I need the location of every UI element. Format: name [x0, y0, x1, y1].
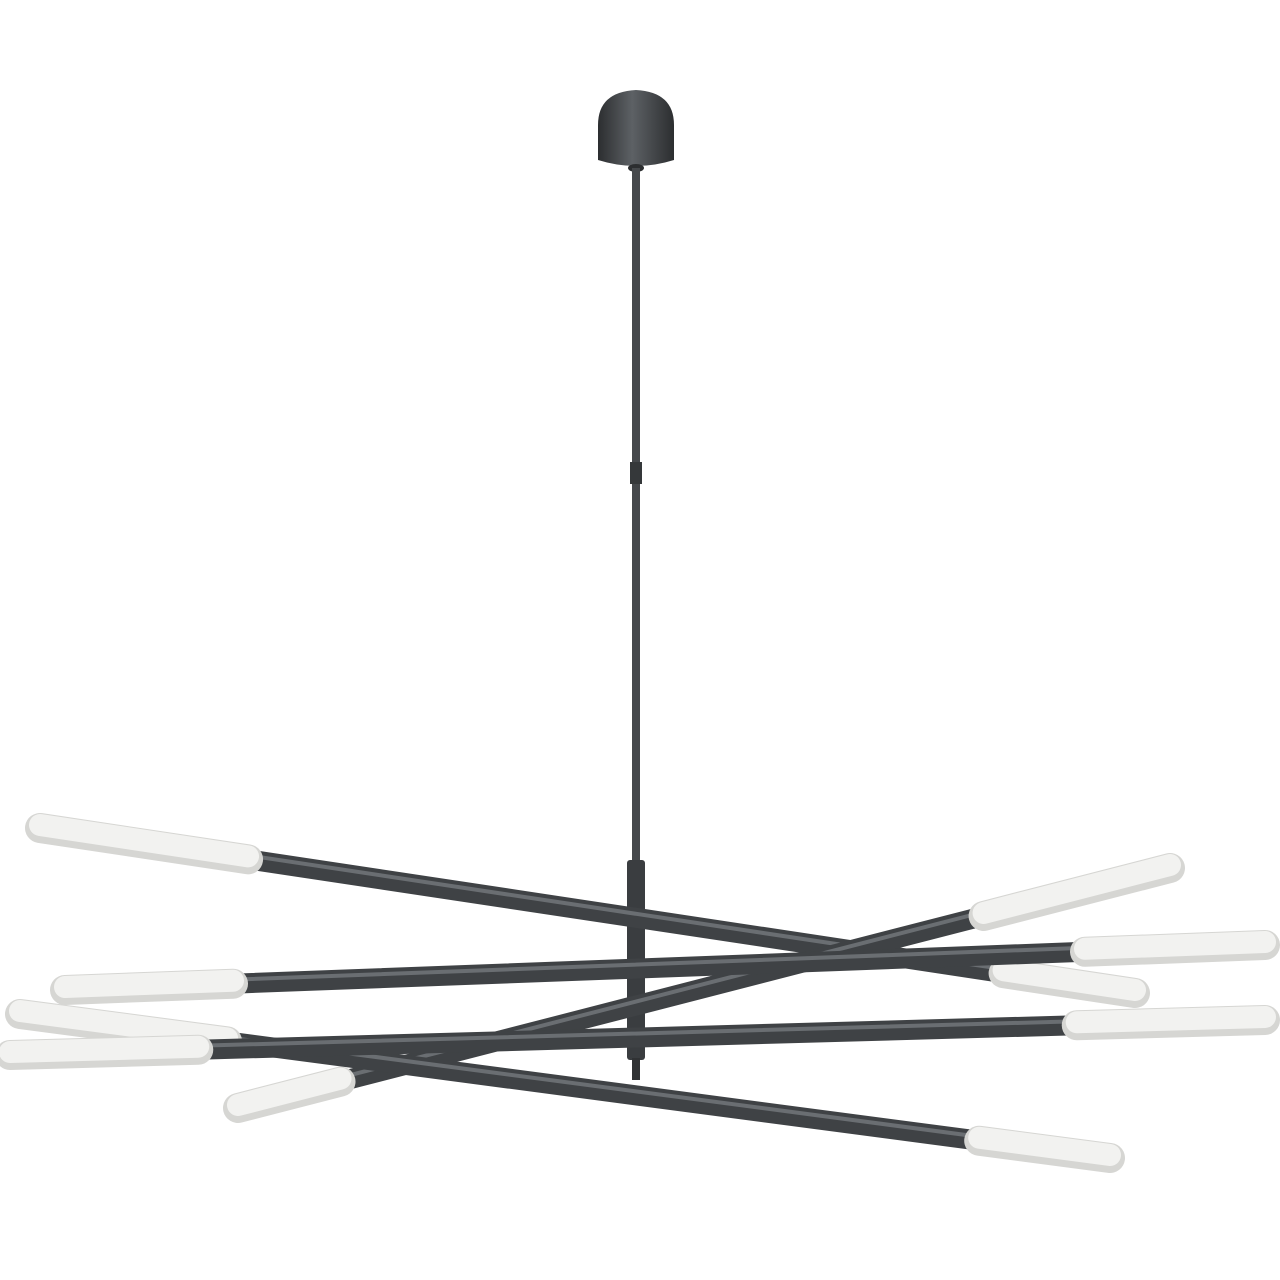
glass-tip-highlight — [972, 854, 1181, 924]
glass-tip-highlight — [968, 1126, 1121, 1166]
arm-rod — [188, 1015, 1087, 1060]
arm-rod-highlight — [231, 945, 1087, 982]
glass-tip-highlight — [29, 814, 260, 868]
arm-rod-highlight — [196, 1019, 1079, 1048]
canopy — [598, 90, 674, 172]
arm-rod — [223, 941, 1095, 994]
glass-tip-highlight — [1074, 931, 1276, 960]
glass-tip-highlight — [54, 969, 244, 998]
glass-tip-highlight — [992, 959, 1146, 1001]
arms — [0, 813, 1280, 1173]
arm-rod — [330, 906, 994, 1092]
arm-rod — [217, 1031, 990, 1151]
glass-tip-highlight — [0, 1035, 210, 1063]
glass-tip-highlight — [227, 1067, 352, 1116]
glass-tip-highlight — [1065, 1006, 1276, 1034]
glass-tip-highlight — [9, 1000, 239, 1050]
downrod — [627, 168, 645, 1080]
